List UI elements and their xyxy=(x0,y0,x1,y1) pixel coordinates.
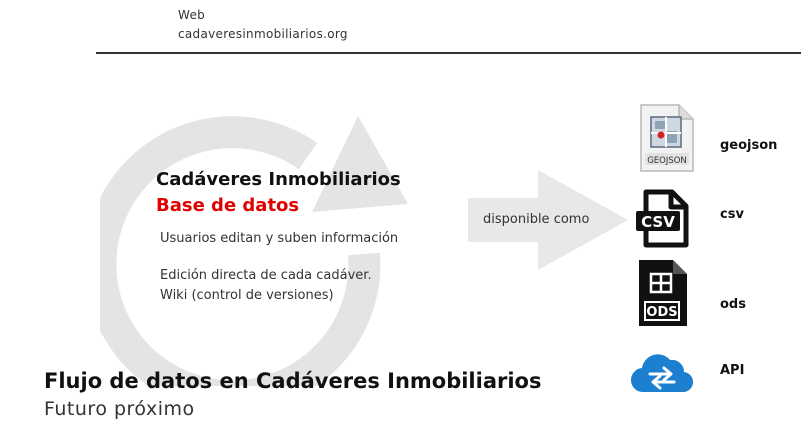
database-description-3: Wiki (control de versiones) xyxy=(160,288,334,303)
database-title: Cadáveres Inmobiliarios xyxy=(156,169,401,190)
database-subtitle: Base de datos xyxy=(156,195,300,216)
geojson-badge: GEOJSON xyxy=(647,156,687,166)
website-url[interactable]: cadaveresinmobiliarios.org xyxy=(178,27,348,41)
ods-badge: ODS xyxy=(646,305,677,320)
page-subtitle: Futuro próximo xyxy=(44,398,195,420)
cycle-arrow-icon xyxy=(100,116,408,386)
geojson-file-icon[interactable]: GEOJSON xyxy=(639,103,695,173)
csv-badge: CSV xyxy=(641,213,675,231)
cloud-sync-icon[interactable] xyxy=(630,350,694,394)
format-label-csv: csv xyxy=(720,207,744,222)
database-description-1: Usuarios editan y suben información xyxy=(160,231,399,246)
format-label-api: API xyxy=(720,363,745,378)
ods-file-icon[interactable]: ODS xyxy=(637,258,689,328)
database-description-2: Edición directa de cada cadáver. xyxy=(160,268,372,283)
csv-file-icon[interactable]: CSV xyxy=(634,189,692,249)
page-title: Flujo de datos en Cadáveres Inmobiliario… xyxy=(44,369,542,393)
website-label: Web xyxy=(178,8,206,22)
format-label-geojson: geojson xyxy=(720,138,778,153)
flow-arrow-icon xyxy=(468,170,628,270)
format-label-ods: ods xyxy=(720,297,746,312)
header-divider xyxy=(96,52,801,54)
availability-label: disponible como xyxy=(483,212,590,227)
